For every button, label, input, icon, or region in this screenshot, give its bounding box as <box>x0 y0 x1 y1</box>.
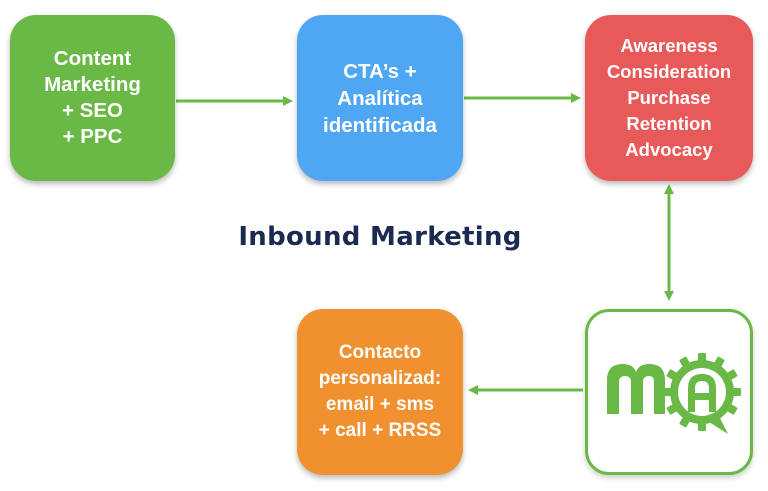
customer-stages-node: Awareness Consideration Purchase Retenti… <box>585 15 753 181</box>
diagram-title: Inbound Marketing <box>238 222 522 252</box>
node-line: Analítica <box>337 86 423 110</box>
cta-analytics-node: CTA’s + Analítica identificada <box>297 15 463 181</box>
node-line: + PPC <box>62 125 123 148</box>
node-line: Purchase <box>627 87 711 108</box>
ma-logo-icon <box>607 353 741 434</box>
node-line: Consideration <box>606 61 732 82</box>
node-line: Retention <box>626 113 712 134</box>
node-line: Advocacy <box>625 139 713 160</box>
node-line: + SEO <box>62 99 123 122</box>
node-line: personalizad: <box>318 368 442 389</box>
marketing-automation-node <box>585 309 753 475</box>
personalized-contact-node: Contacto personalizad: email + sms + cal… <box>297 309 463 475</box>
node-line: Contacto <box>338 342 422 363</box>
content-marketing-node: Content Marketing + SEO + PPC <box>10 15 175 181</box>
node-line: Marketing <box>44 73 141 96</box>
node-line: email + sms <box>325 394 435 415</box>
node-line: Awareness <box>620 35 718 56</box>
node-line: Content <box>53 47 132 70</box>
node-line: identificada <box>323 113 437 137</box>
node-line: CTA’s + <box>343 59 417 83</box>
node-line: + call + RRSS <box>318 420 442 441</box>
